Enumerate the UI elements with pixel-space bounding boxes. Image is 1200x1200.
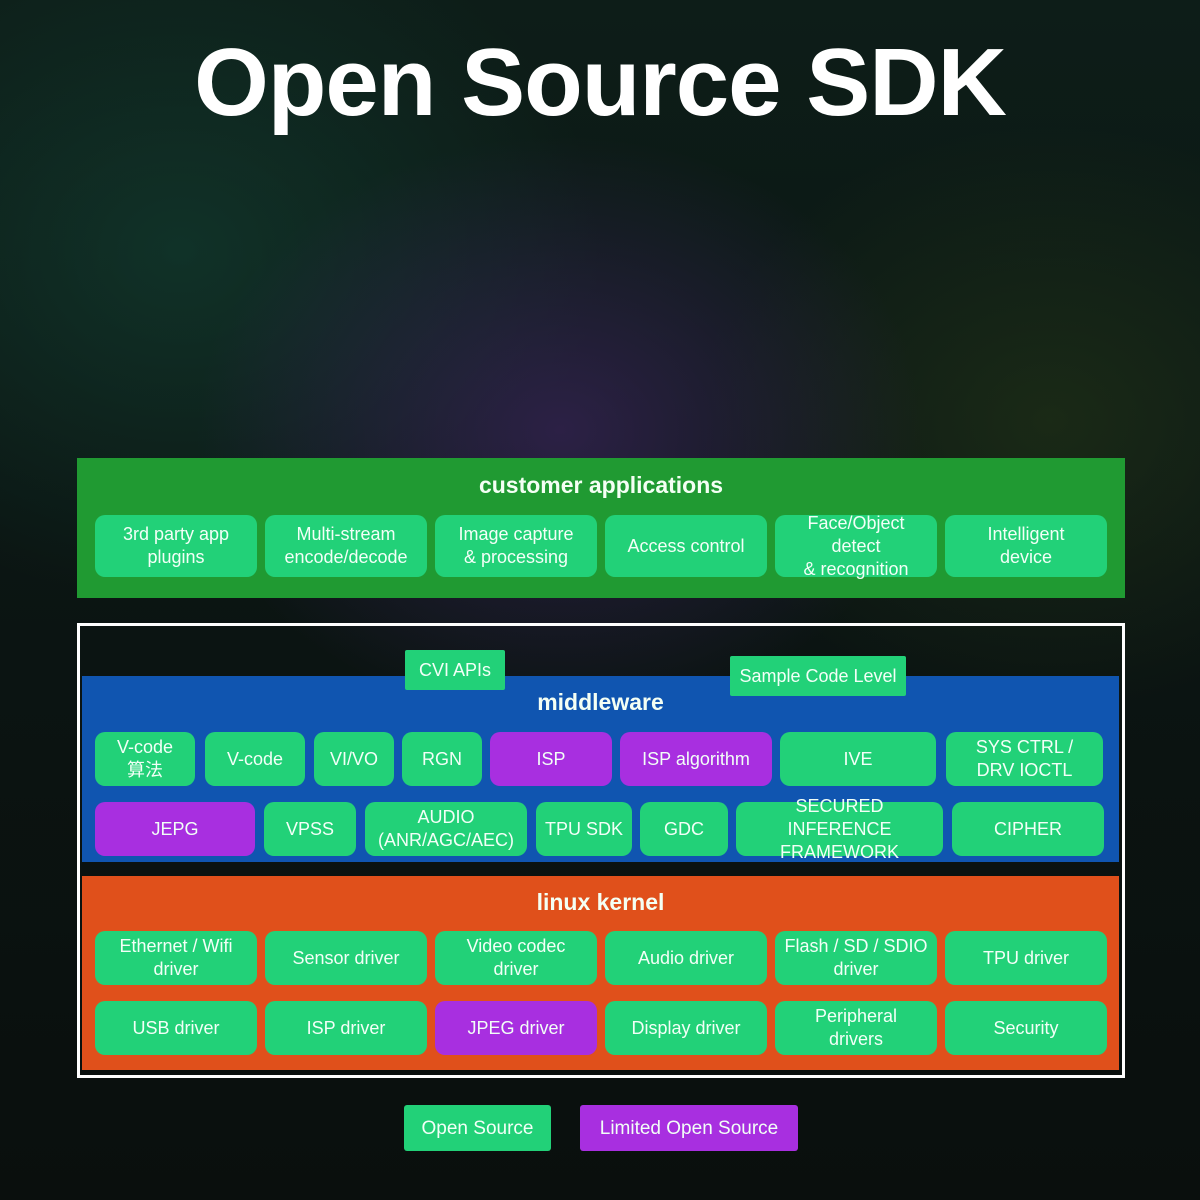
kernel-box: Display driver <box>605 1001 767 1055</box>
kernel-box: Audio driver <box>605 931 767 985</box>
customer-app-box: Face/Object detect & recognition <box>775 513 937 579</box>
kernel-box: ISP driver <box>265 1001 427 1055</box>
customer-app-box: 3rd party app plugins <box>95 515 257 577</box>
kernel-box: TPU driver <box>945 931 1107 985</box>
middleware-box: V-code 算法 <box>95 732 195 786</box>
kernel-box: Flash / SD / SDIO driver <box>775 931 937 985</box>
customer-applications-title: customer applications <box>478 472 724 498</box>
middleware-box: VPSS <box>264 802 356 856</box>
middleware-box: JEPG <box>95 802 255 856</box>
middleware-box: VI/VO <box>314 732 394 786</box>
middleware-box: AUDIO (ANR/AGC/AEC) <box>365 802 527 856</box>
kernel-box: JPEG driver <box>435 1001 597 1055</box>
kernel-box: Video codec driver <box>435 931 597 985</box>
linux-kernel-title: linux kernel <box>536 889 665 915</box>
customer-app-box: Image capture & processing <box>435 515 597 577</box>
kernel-box: Sensor driver <box>265 931 427 985</box>
middleware-box: CIPHER <box>952 802 1104 856</box>
middleware-box: SYS CTRL / DRV IOCTL <box>946 732 1103 786</box>
customer-app-box: Multi-stream encode/decode <box>265 515 427 577</box>
middleware-box: ISP <box>490 732 612 786</box>
middleware-box: ISP algorithm <box>620 732 772 786</box>
kernel-box: Security <box>945 1001 1107 1055</box>
middleware-box: TPU SDK <box>536 802 632 856</box>
middleware-title: middleware <box>537 689 664 715</box>
middleware-box: V-code <box>205 732 305 786</box>
cvi-apis-tag: CVI APIs <box>405 650 505 690</box>
kernel-box: Peripheral drivers <box>775 1001 937 1055</box>
middleware-box: IVE <box>780 732 936 786</box>
kernel-box: Ethernet / Wifi driver <box>95 931 257 985</box>
sample-code-level-tag: Sample Code Level <box>730 656 906 696</box>
kernel-box: USB driver <box>95 1001 257 1055</box>
customer-app-box: Access control <box>605 515 767 577</box>
middleware-box: SECURED INFERENCE FRAMEWORK <box>736 796 943 862</box>
legend-limited-open-source: Limited Open Source <box>580 1105 798 1151</box>
customer-app-box: Intelligent device <box>945 515 1107 577</box>
middleware-box: GDC <box>640 802 728 856</box>
legend-open-source: Open Source <box>404 1105 551 1151</box>
page-title: Open Source SDK <box>194 29 1007 136</box>
middleware-box: RGN <box>402 732 482 786</box>
sdk-frame <box>77 623 1125 1078</box>
